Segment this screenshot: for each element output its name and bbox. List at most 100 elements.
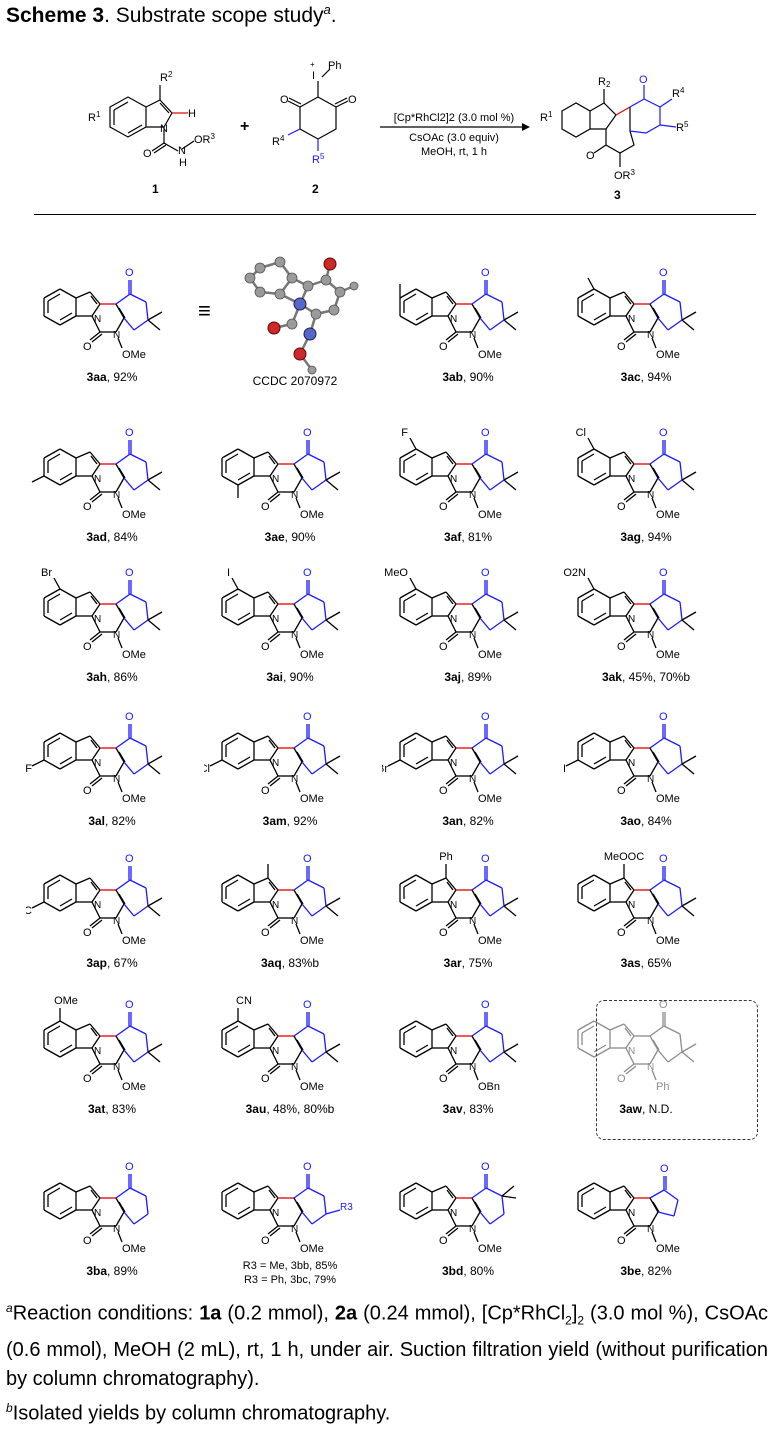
indole-n: N — [450, 1046, 457, 1057]
bond — [471, 1049, 481, 1065]
substituent-label: MeOOC — [604, 851, 644, 863]
bond — [625, 1209, 635, 1227]
bond — [221, 759, 239, 770]
yield-caption: 3aa, 92% — [22, 370, 202, 384]
not-detected-box — [596, 1000, 758, 1140]
yield-caption: 3ah, 86% — [22, 670, 202, 684]
bond — [473, 923, 479, 935]
bond — [43, 1047, 61, 1058]
indole-n: N — [450, 1208, 457, 1219]
bond — [649, 463, 659, 479]
yield-caption: 3be, 82% — [556, 1264, 736, 1278]
bond — [399, 315, 417, 326]
bond — [123, 1211, 135, 1225]
substituent-bond — [587, 277, 595, 290]
bond — [652, 607, 660, 619]
bond — [445, 591, 457, 605]
yield-caption: 3af, 81% — [378, 530, 558, 544]
bond — [625, 1227, 637, 1237]
bond — [593, 1182, 611, 1193]
bond — [89, 1225, 101, 1235]
compound-id: 3as — [620, 956, 641, 970]
n-substituent: OMe — [300, 1243, 324, 1255]
bond — [123, 1049, 135, 1063]
compound-id: 3ak — [601, 670, 622, 684]
bond — [593, 615, 611, 626]
footnotes: aReaction conditions: 1a (0.2 mmol), 2a … — [6, 1294, 768, 1428]
indole-n: N — [94, 1046, 101, 1057]
bond — [147, 905, 161, 917]
bond — [91, 493, 103, 503]
bond — [415, 874, 433, 885]
yield-value: , 84% — [107, 530, 138, 544]
bond — [415, 448, 433, 459]
bond — [325, 755, 341, 765]
bond — [415, 1206, 429, 1215]
bond — [47, 453, 61, 462]
bond — [623, 291, 635, 305]
bond — [681, 611, 697, 621]
bond — [307, 453, 325, 463]
bond — [649, 593, 665, 605]
bond — [301, 903, 313, 917]
bond — [225, 879, 239, 888]
bond — [474, 1039, 482, 1051]
ketone-o: O — [125, 711, 134, 723]
indole-n: N — [272, 900, 279, 911]
compound-id: 3af — [443, 530, 462, 544]
compound-2-label: 2 — [312, 182, 319, 196]
bond — [473, 1231, 479, 1243]
bond — [75, 591, 91, 599]
amide-n: N — [113, 1062, 120, 1073]
yield-value: , 90% — [283, 670, 314, 684]
bond — [625, 759, 635, 777]
bond — [75, 877, 91, 885]
bond — [115, 593, 131, 605]
bond — [399, 901, 417, 912]
bond — [625, 1197, 635, 1211]
bond — [649, 1035, 659, 1051]
bond — [129, 879, 147, 889]
bond — [471, 453, 487, 465]
ketone-o: O — [125, 853, 134, 865]
bond — [311, 479, 327, 491]
bond — [501, 1185, 515, 1197]
bond — [75, 291, 91, 299]
bond — [118, 1039, 126, 1051]
bond — [90, 595, 98, 605]
carbonyl-o: O — [439, 1073, 448, 1085]
bond — [415, 475, 433, 486]
bond — [59, 588, 77, 599]
yield-value: , 83% — [462, 1102, 494, 1116]
bond — [115, 1211, 125, 1227]
bond — [609, 451, 625, 459]
bond — [431, 451, 447, 459]
bond — [625, 777, 637, 787]
bond — [221, 1182, 239, 1193]
n-substituent: OMe — [478, 349, 502, 361]
yield-caption: 3ac, 94% — [556, 370, 736, 384]
bond — [91, 1035, 101, 1049]
bond — [267, 631, 279, 641]
bond — [323, 1195, 327, 1215]
bond — [221, 1209, 239, 1220]
bond — [89, 877, 101, 891]
bond — [269, 493, 281, 503]
carbonyl-o: O — [439, 341, 448, 353]
bond — [399, 1209, 417, 1220]
bond — [657, 477, 669, 491]
footnote-sub-2a: 2 — [565, 1313, 572, 1328]
bond — [625, 333, 637, 343]
bond — [269, 1209, 279, 1227]
compound-id: 3an — [442, 814, 463, 828]
compound-id: 3av — [442, 1102, 463, 1116]
indole-n: N — [450, 474, 457, 485]
